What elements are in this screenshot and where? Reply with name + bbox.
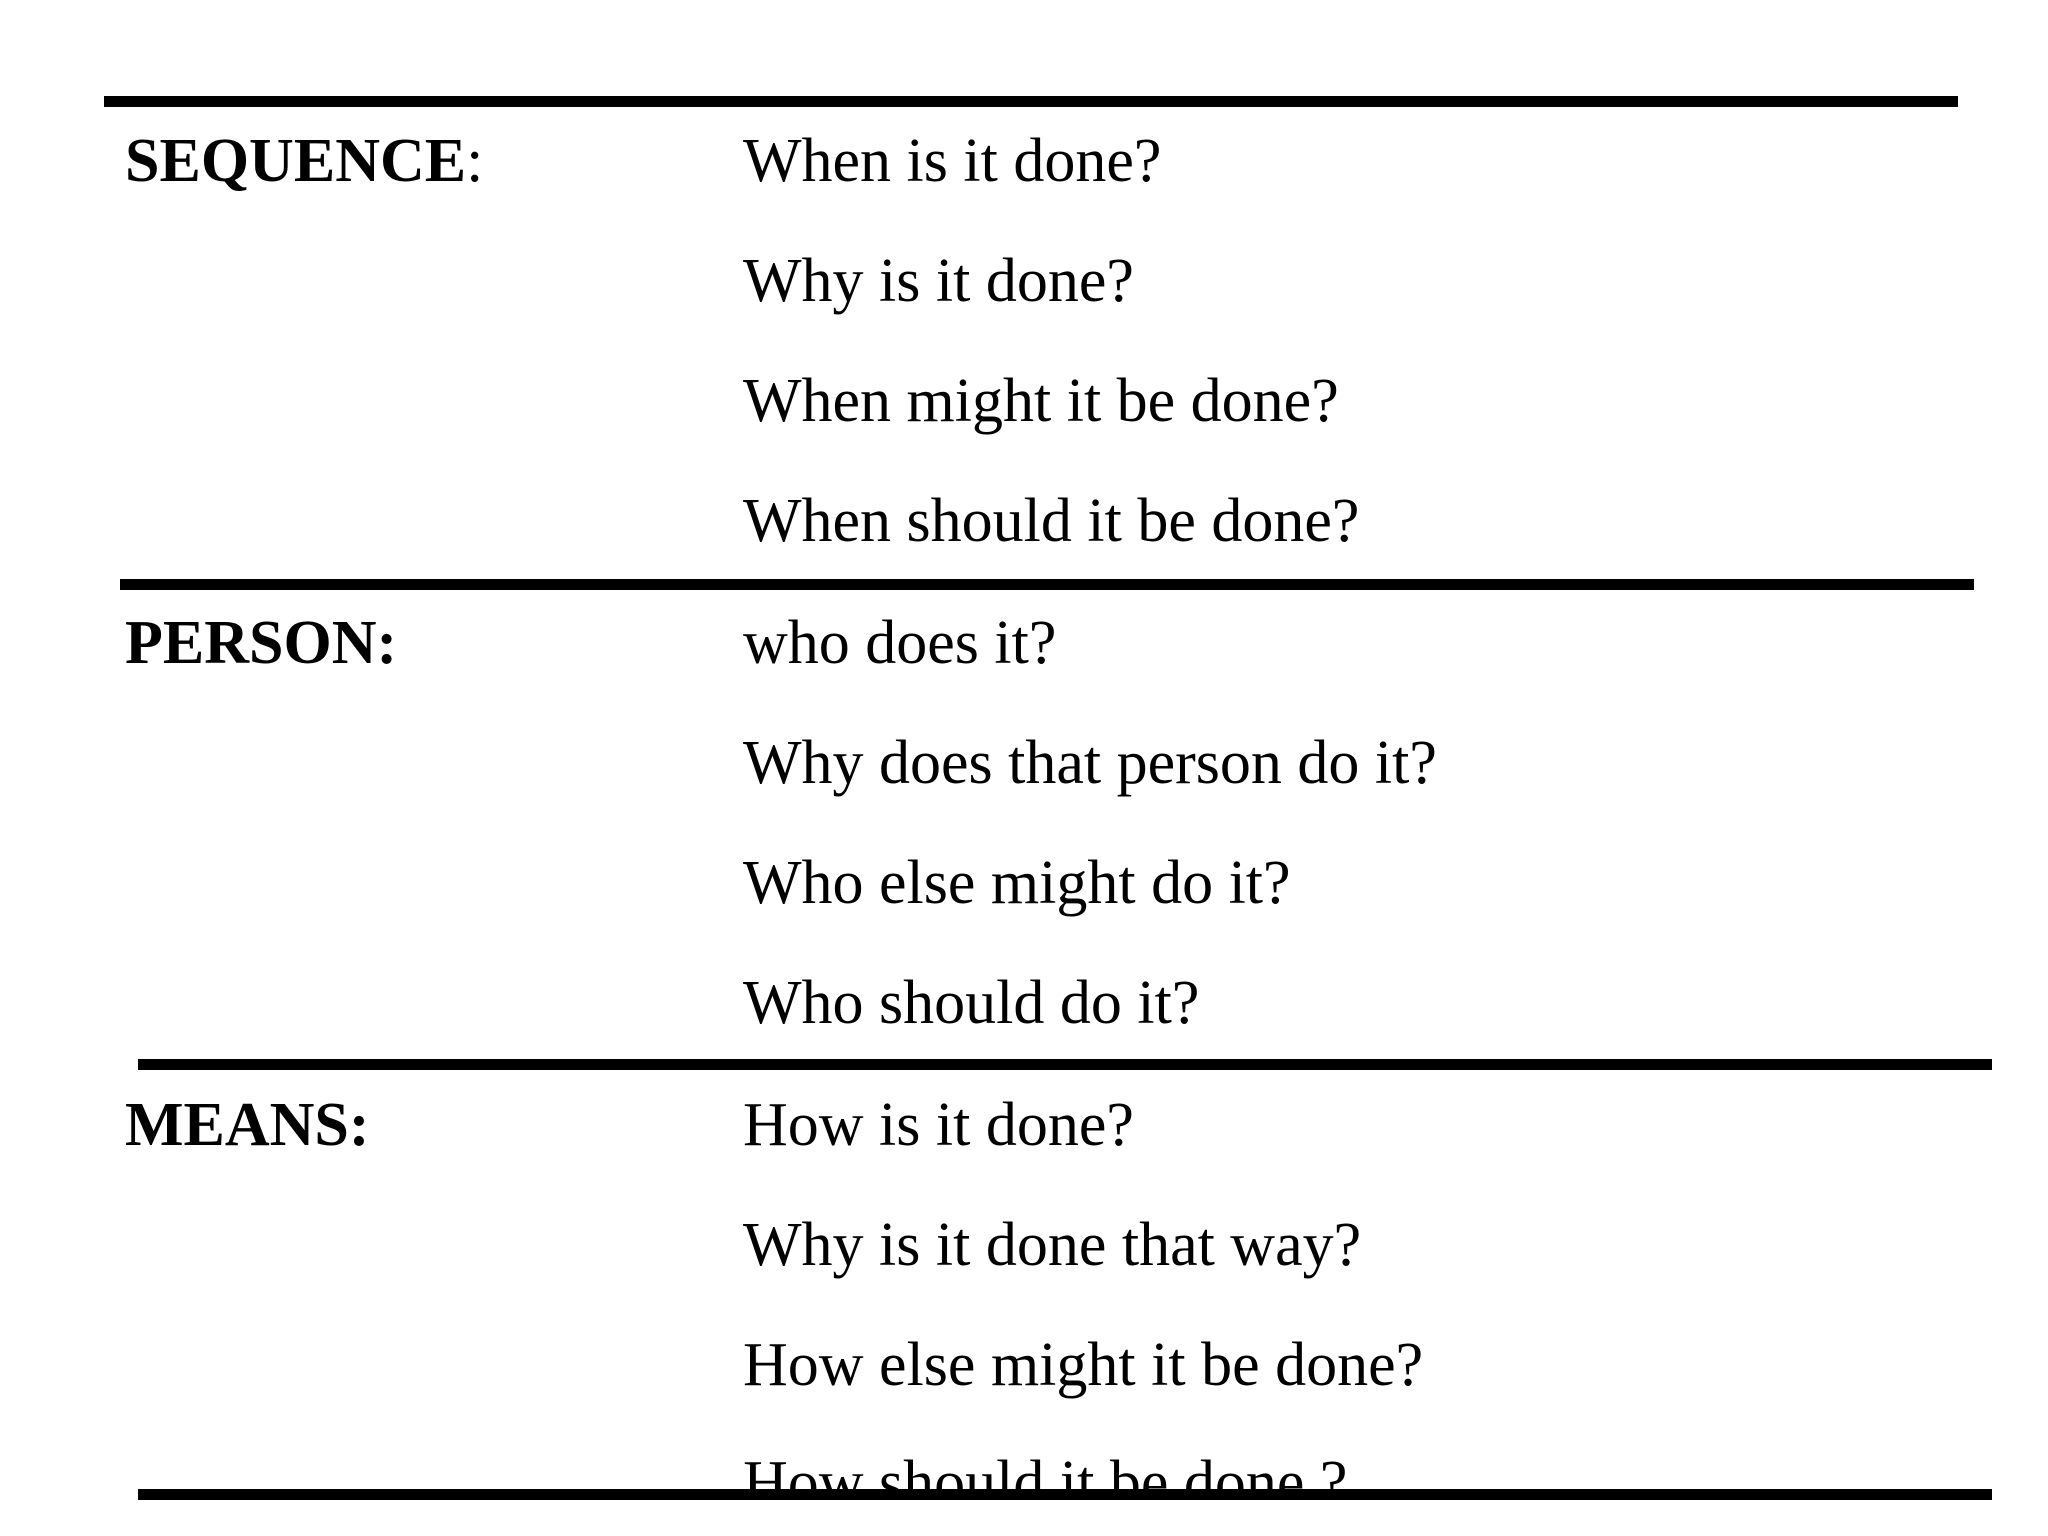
question-item: who does it? <box>743 609 1057 677</box>
question-item: Why is it done? <box>743 247 1134 315</box>
section-label-person: PERSON: <box>125 612 397 674</box>
bottom-rule <box>138 1489 1992 1500</box>
last-question-clip: How should it be done ? <box>0 1400 2048 1489</box>
top-rule <box>104 96 1958 107</box>
question-item: How is it done? <box>743 1091 1134 1159</box>
section-label-means: MEANS: <box>125 1094 370 1156</box>
question-item: When should it be done? <box>743 487 1360 555</box>
section-divider-1 <box>120 579 1974 590</box>
section-label-text: PERSON: <box>125 609 398 677</box>
question-item: How should it be done ? <box>743 1449 1348 1489</box>
question-item: Why does that person do it? <box>743 729 1437 797</box>
question-item: Who should do it? <box>743 969 1200 1037</box>
section-label-text: MEANS: <box>125 1091 370 1159</box>
section-label-text: SEQUENCE <box>125 127 467 195</box>
section-divider-2 <box>138 1059 1992 1070</box>
question-item: When is it done? <box>743 127 1162 195</box>
section-label-sequence: SEQUENCE: <box>125 130 483 192</box>
question-item: When might it be done? <box>743 367 1339 435</box>
question-item: Why is it done that way? <box>743 1211 1362 1279</box>
section-label-colon: : <box>466 127 484 195</box>
question-item: Who else might do it? <box>743 849 1291 917</box>
question-item: How else might it be done? <box>743 1331 1424 1399</box>
